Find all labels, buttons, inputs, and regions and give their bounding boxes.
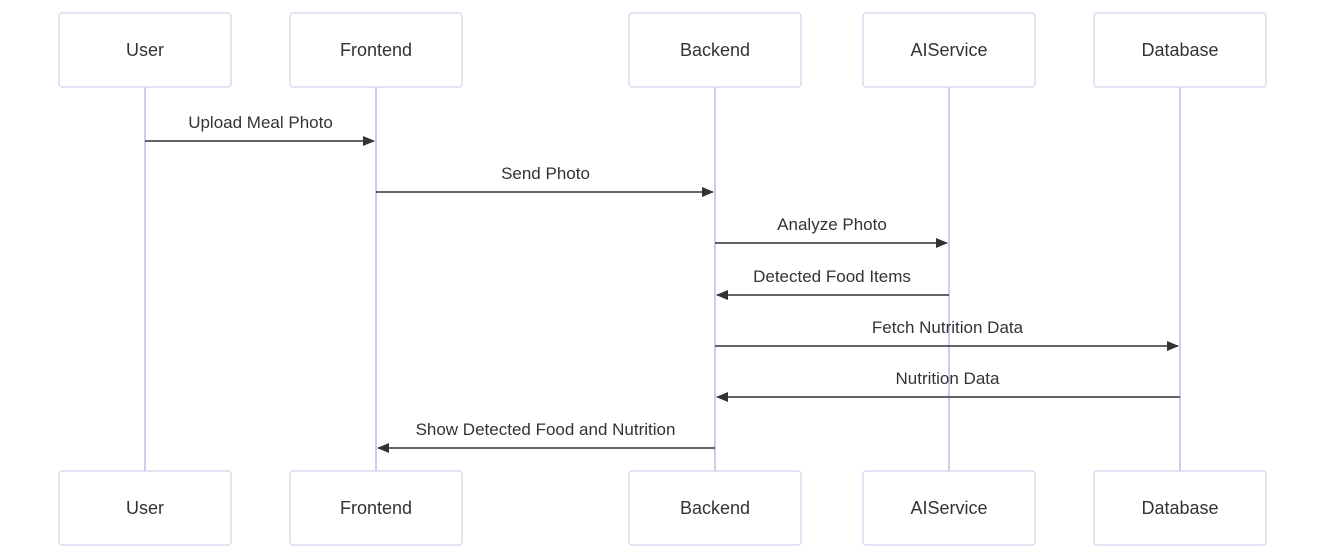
participant-box — [289, 470, 463, 546]
participant-label: Database — [1141, 40, 1218, 60]
participant-user-top: User — [58, 12, 232, 88]
participant-frontend-bottom: Frontend — [289, 470, 463, 546]
participant-label: AIService — [910, 498, 987, 518]
participant-label: User — [126, 40, 164, 60]
lifelines — [144, 87, 1181, 471]
participant-box — [58, 470, 232, 546]
participant-label: AIService — [910, 40, 987, 60]
participant-database-bottom: Database — [1093, 470, 1267, 546]
participant-label: Backend — [680, 498, 750, 518]
participant-box — [1093, 470, 1267, 546]
message-label: Upload Meal Photo — [188, 113, 333, 132]
message-label: Fetch Nutrition Data — [872, 318, 1024, 337]
message-label: Nutrition Data — [896, 369, 1000, 388]
participant-box — [862, 12, 1036, 88]
message-6: Nutrition Data — [716, 369, 1180, 402]
participant-box — [862, 470, 1036, 546]
participant-label: Frontend — [340, 40, 412, 60]
message-2: Send Photo — [376, 164, 714, 197]
message-1: Upload Meal Photo — [145, 113, 375, 146]
actors-bottom: User Frontend Backend AIService Database — [58, 470, 1267, 546]
participant-backend-top: Backend — [628, 12, 802, 88]
participant-box — [58, 12, 232, 88]
message-5: Fetch Nutrition Data — [715, 318, 1179, 351]
participant-label: User — [126, 498, 164, 518]
message-3: Analyze Photo — [715, 215, 948, 248]
participant-label: Backend — [680, 40, 750, 60]
message-label: Show Detected Food and Nutrition — [416, 420, 676, 439]
participant-aiservice-top: AIService — [862, 12, 1036, 88]
participant-backend-bottom: Backend — [628, 470, 802, 546]
message-label: Send Photo — [501, 164, 590, 183]
participant-database-top: Database — [1093, 12, 1267, 88]
participant-user-bottom: User — [58, 470, 232, 546]
participant-box — [1093, 12, 1267, 88]
participant-aiservice-bottom: AIService — [862, 470, 1036, 546]
message-4: Detected Food Items — [716, 267, 949, 300]
participant-label: Database — [1141, 498, 1218, 518]
participant-label: Frontend — [340, 498, 412, 518]
actors-top: User Frontend Backend AIService Database — [58, 12, 1267, 88]
message-7: Show Detected Food and Nutrition — [377, 420, 715, 453]
message-label: Analyze Photo — [777, 215, 887, 234]
participant-frontend-top: Frontend — [289, 12, 463, 88]
participant-box — [628, 12, 802, 88]
message-label: Detected Food Items — [753, 267, 911, 286]
participant-box — [628, 470, 802, 546]
participant-box — [289, 12, 463, 88]
